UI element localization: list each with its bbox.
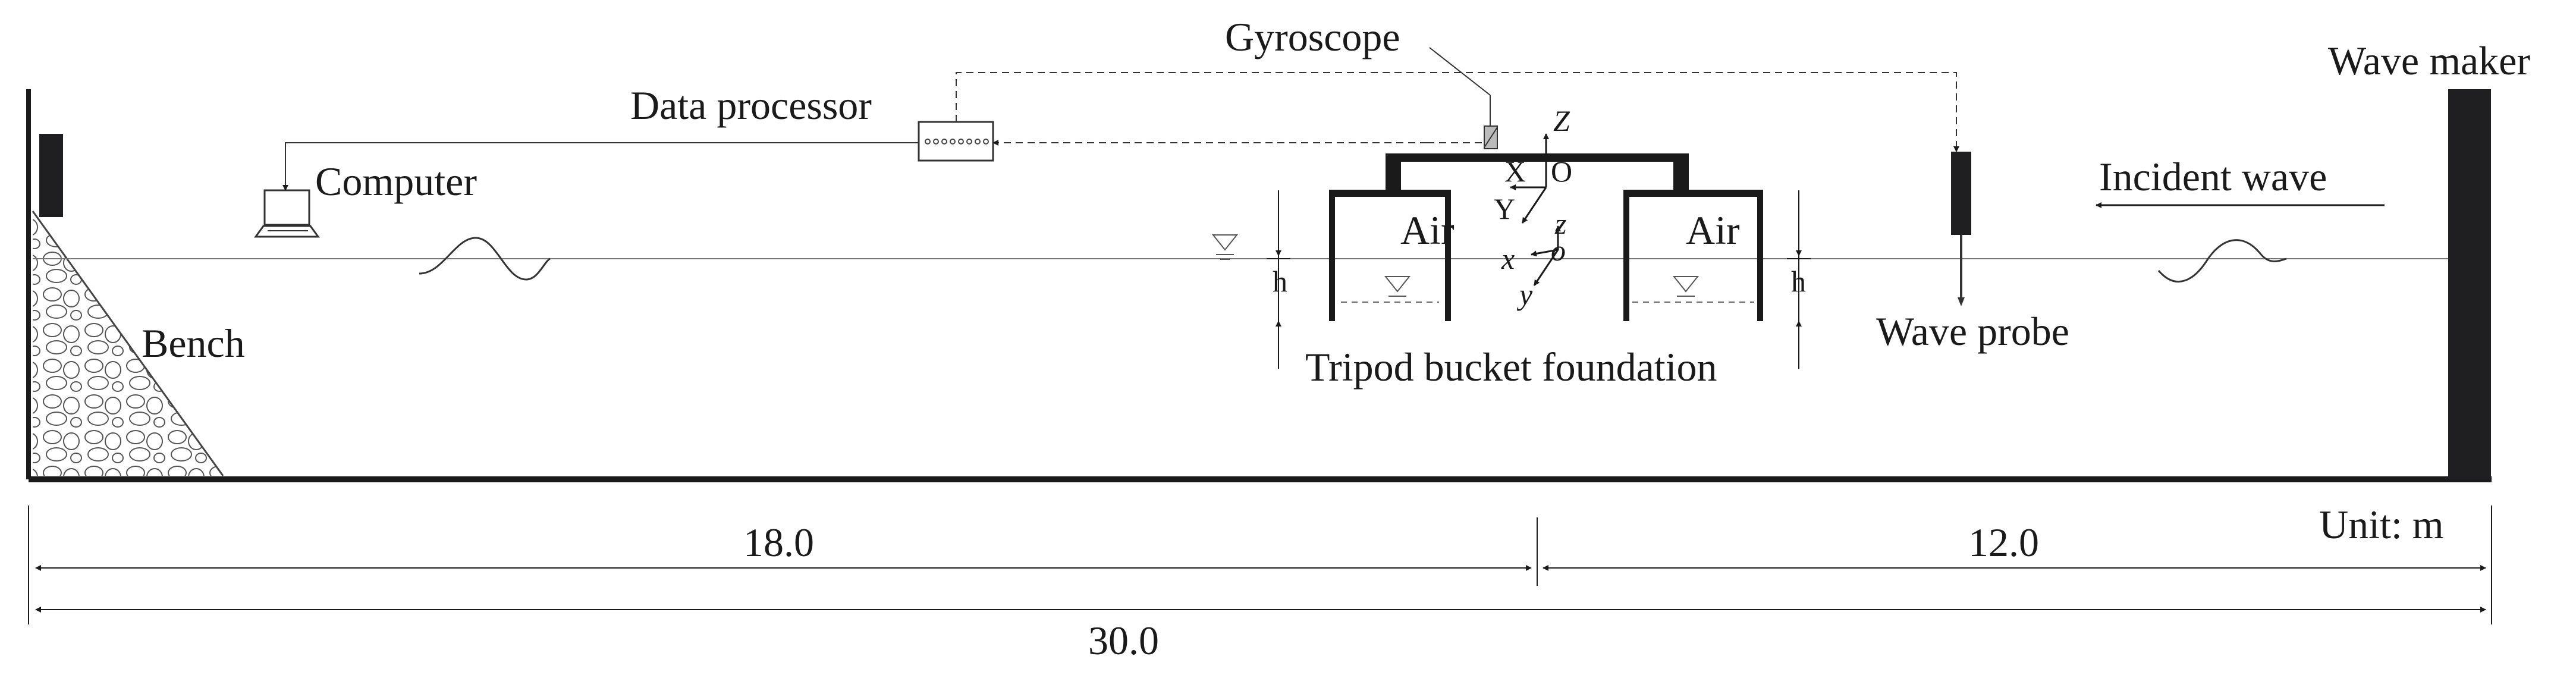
bench-label: Bench <box>142 321 245 366</box>
gyroscope-label: Gyroscope <box>1225 14 1400 59</box>
h-label-right: h <box>1791 265 1806 298</box>
wave-symbol-left <box>419 237 551 281</box>
data-processor-label: Data processor <box>630 83 872 128</box>
axis-y <box>1533 249 1559 286</box>
wave-maker-paddle <box>2448 89 2491 479</box>
wave-symbol-right <box>2157 239 2287 283</box>
dim-label-12: 12.0 <box>1968 520 2039 565</box>
depth-markers <box>1267 190 1811 369</box>
h-label-left: h <box>1273 265 1287 298</box>
wave-probe-label: Wave probe <box>1876 309 2069 354</box>
computer-label: Computer <box>315 159 477 204</box>
axis-label-Z: Z <box>1553 104 1570 137</box>
air-label-left: Air <box>1400 208 1455 253</box>
dimension-lines <box>28 506 2492 624</box>
air-label-right: Air <box>1686 208 1740 253</box>
incident-wave-label: Incident wave <box>2099 154 2327 199</box>
dim-label-30: 30.0 <box>1088 618 1159 663</box>
coordinate-axes <box>1510 133 1561 286</box>
unit-label: Unit: m <box>2319 502 2444 547</box>
water-level-symbols <box>1211 234 1699 297</box>
signal-lines <box>282 72 1959 191</box>
axis-label-x: x <box>1501 242 1515 275</box>
axis-label-Y: Y <box>1494 192 1515 225</box>
tripod-label: Tripod bucket foundation <box>1305 344 1717 390</box>
gyroscope-leader <box>1429 47 1491 96</box>
wave-maker-label: Wave maker <box>2328 38 2530 83</box>
axis-Y <box>1521 187 1547 224</box>
axis-label-O: O <box>1551 155 1572 188</box>
wave-probe-icon <box>1951 152 1971 306</box>
axis-x <box>1531 249 1559 257</box>
axis-label-z: z <box>1554 207 1566 240</box>
axis-label-X: X <box>1504 155 1526 188</box>
computer-icon <box>254 189 320 238</box>
tripod-bucket-foundation <box>1329 153 1763 321</box>
flume <box>26 89 2492 482</box>
axis-label-o: o <box>1551 234 1566 267</box>
data-processor-box <box>918 121 994 162</box>
left-absorber <box>39 134 63 217</box>
axis-label-y: y <box>1516 278 1533 311</box>
dim-label-18: 18.0 <box>743 520 814 565</box>
